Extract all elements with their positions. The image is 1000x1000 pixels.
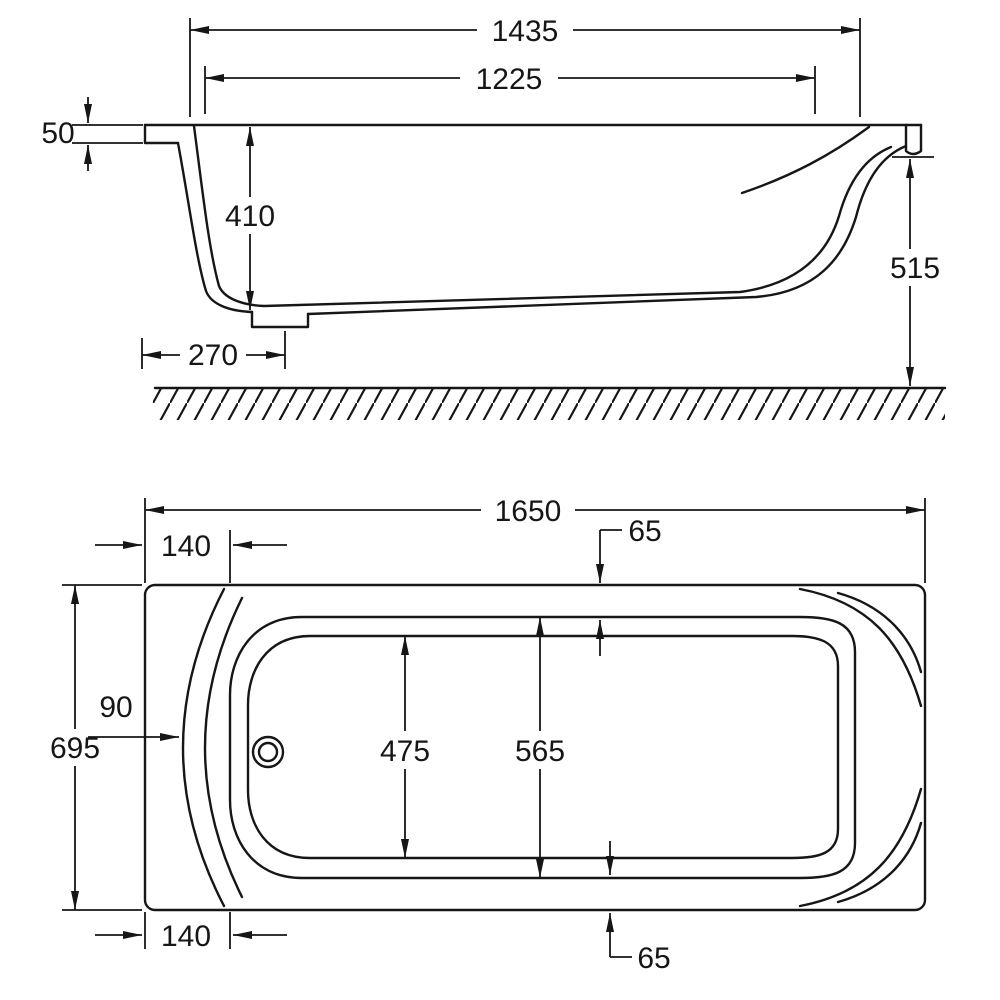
plan-view: 1650 140 65 695 90 475: [42, 493, 927, 975]
foot-end-corner-curve-top-inner: [836, 591, 923, 674]
dimension-65-top: 65: [596, 515, 662, 656]
dim-label-inner-width: 565: [515, 735, 565, 768]
dimension-695: 695: [42, 584, 142, 911]
head-end-curve-inner: [203, 596, 244, 899]
dim-label-side-gap-bottom: 65: [637, 942, 670, 975]
dimension-1650: 1650: [144, 493, 926, 583]
dim-label-overall-length-side: 1435: [492, 15, 559, 48]
dimension-270: 270: [141, 331, 286, 372]
dimension-1225: 1225: [204, 60, 816, 114]
tub-outer-rect: [143, 583, 927, 912]
dim-label-base-offset: 270: [188, 339, 238, 372]
label-backing: [460, 60, 558, 95]
drain-outer-circle: [251, 735, 285, 769]
dim-label-inner-depth: 410: [225, 200, 275, 233]
dim-label-end-inset-top: 140: [161, 530, 211, 563]
tub-basin-floor: [246, 634, 840, 860]
tub-foot: [250, 310, 310, 329]
head-end-curve-outer: [181, 587, 226, 908]
label-backing: [369, 731, 441, 769]
dimension-515: 515: [881, 156, 949, 386]
tub-right-lip: [904, 123, 923, 156]
drain-inner-circle: [257, 741, 279, 763]
side-elevation-view: 1435 1225 50 410 515: [41, 12, 949, 420]
ground-hatch-band: [153, 389, 945, 420]
bathtub-plan-outline: [143, 583, 927, 912]
tub-left-wall-outer: [176, 141, 254, 314]
dimension-50: 50: [41, 97, 143, 171]
label-backing: [180, 338, 246, 372]
dim-label-rim-width: 90: [99, 691, 132, 724]
foot-end-corner-curve-bottom: [798, 787, 923, 908]
foot-end-corner-curve-top: [798, 587, 923, 708]
label-backing: [219, 197, 282, 234]
label-backing: [503, 731, 577, 769]
tub-right-sweep-curve: [740, 125, 871, 195]
dim-label-overall-height: 515: [890, 252, 940, 285]
tub-inner-shell: [192, 124, 893, 308]
label-backing: [42, 729, 108, 766]
dim-label-overall-length-plan: 1650: [495, 495, 562, 528]
dimension-475: 475: [369, 636, 441, 858]
dimension-90: 90: [88, 691, 179, 741]
dimension-1435: 1435: [189, 12, 861, 117]
dim-label-side-gap-top: 65: [628, 515, 661, 548]
dimension-565: 565: [503, 617, 577, 878]
dim-label-basin-floor-width: 475: [380, 735, 430, 768]
dimension-140-bottom: 140: [95, 912, 287, 953]
ground-hatching: [153, 386, 947, 420]
dim-label-end-inset-bottom: 140: [161, 920, 211, 953]
dimension-140-top: 140: [95, 530, 287, 583]
foot-end-corner-curve-bottom-inner: [836, 821, 923, 904]
tub-left-lip: [143, 123, 180, 145]
label-backing: [481, 493, 575, 528]
dim-label-inner-length: 1225: [476, 63, 543, 96]
label-backing: [881, 249, 949, 286]
tub-inner-rim: [228, 615, 857, 880]
dimension-410: 410: [219, 127, 282, 310]
tub-bottom-outer: [306, 144, 908, 316]
dimension-65-bottom: 65: [606, 841, 671, 975]
bathtub-side-profile: [143, 123, 923, 329]
dim-label-rim-thickness: 50: [41, 117, 74, 150]
label-backing: [477, 12, 573, 47]
